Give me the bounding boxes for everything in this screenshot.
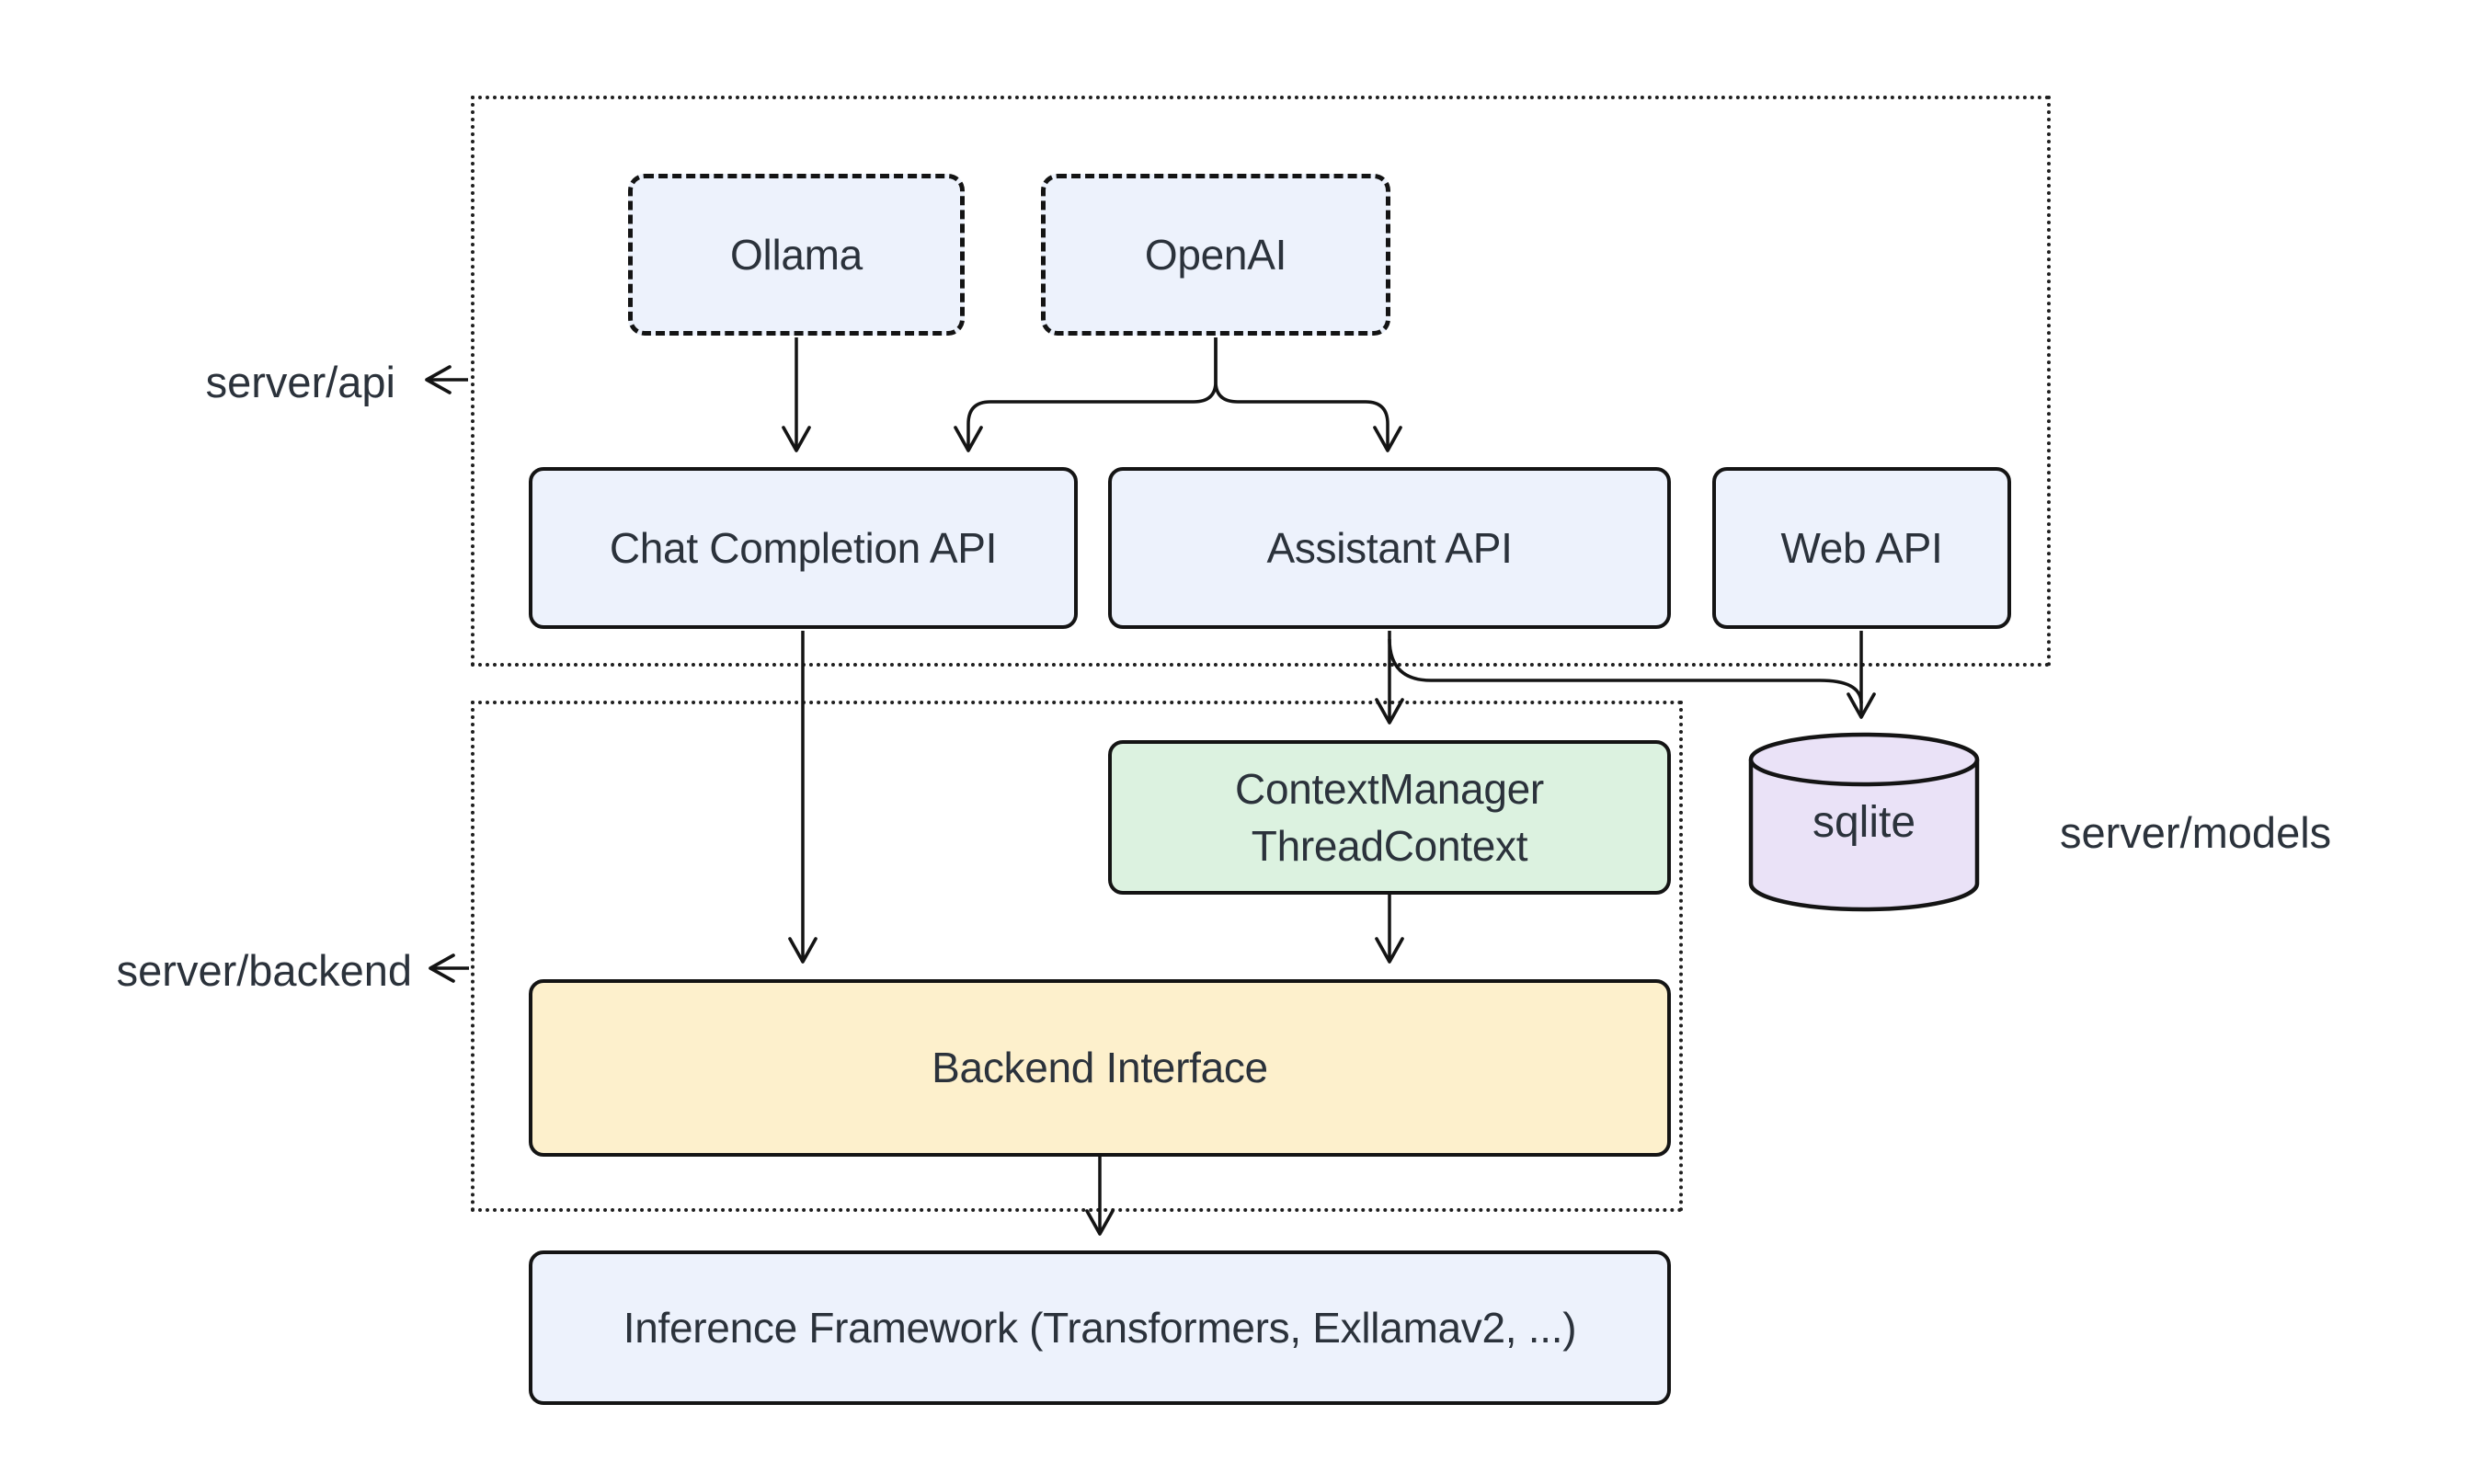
context-manager-line1: ContextManager bbox=[1235, 764, 1544, 813]
node-assistant-api-label: Assistant API bbox=[1266, 523, 1513, 572]
label-server-api: server/api bbox=[205, 358, 395, 406]
node-ollama-label: Ollama bbox=[730, 230, 863, 279]
node-web-api: Web API bbox=[1712, 467, 2011, 629]
node-sqlite-label: sqlite bbox=[1812, 798, 1916, 847]
node-backend-interface: Backend Interface bbox=[529, 979, 1671, 1157]
container-server-backend bbox=[471, 701, 1683, 1212]
node-openai: OpenAI bbox=[1041, 174, 1390, 336]
node-inference-framework: Inference Framework (Transformers, Exlla… bbox=[529, 1250, 1671, 1405]
label-server-backend: server/backend bbox=[116, 946, 412, 995]
node-web-api-label: Web API bbox=[1780, 523, 1943, 572]
context-manager-line2: ThreadContext bbox=[1251, 822, 1528, 870]
node-backend-interface-label: Backend Interface bbox=[932, 1044, 1268, 1092]
node-sqlite-database: sqlite bbox=[1746, 731, 1982, 915]
node-openai-label: OpenAI bbox=[1144, 230, 1287, 279]
node-ollama: Ollama bbox=[628, 174, 965, 336]
node-context-manager: ContextManager ThreadContext bbox=[1108, 740, 1671, 895]
node-assistant-api: Assistant API bbox=[1108, 467, 1671, 629]
container-server-api bbox=[471, 96, 2051, 667]
node-chat-completion-api-label: Chat Completion API bbox=[609, 523, 998, 572]
label-server-models: server/models bbox=[2060, 808, 2332, 857]
node-inference-framework-label: Inference Framework (Transformers, Exlla… bbox=[623, 1303, 1577, 1352]
database-cylinder-icon bbox=[1748, 732, 1980, 912]
node-chat-completion-api: Chat Completion API bbox=[529, 467, 1078, 629]
